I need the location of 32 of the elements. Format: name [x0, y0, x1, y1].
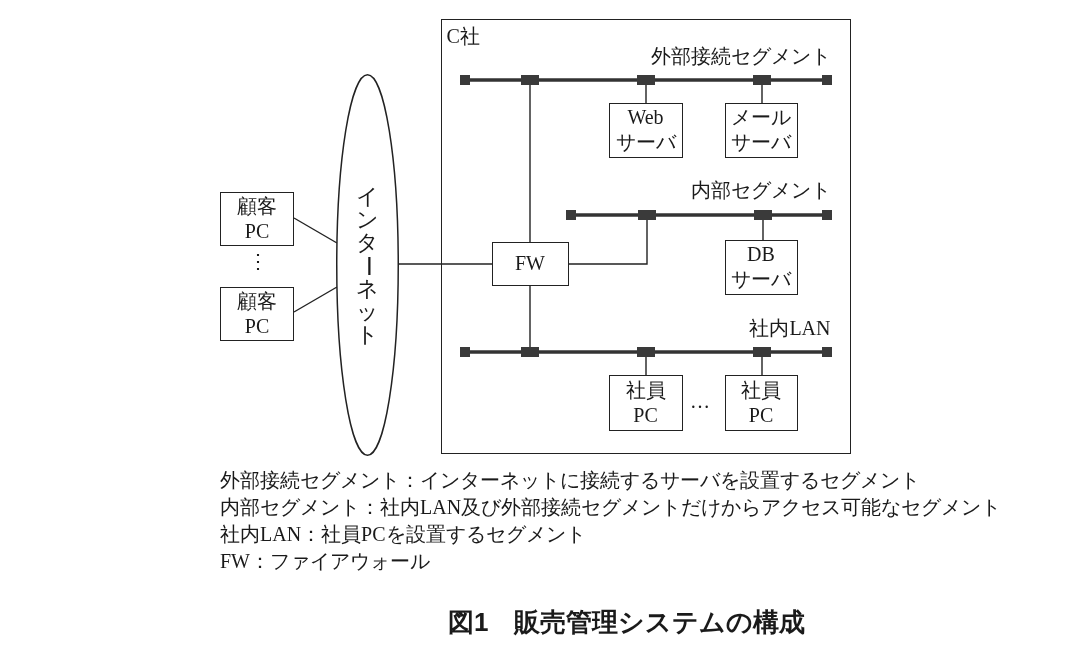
definition-note: 社内LAN：社員PCを設置するセグメント	[220, 522, 586, 547]
segment-label: 外部接続セグメント	[650, 43, 831, 69]
definition-note: FW：ファイアウォール	[220, 549, 430, 574]
connection-line	[529, 84, 531, 243]
connection-line	[761, 356, 763, 376]
pc-box: 顧客PC	[220, 287, 294, 341]
connection-line	[645, 356, 647, 376]
ellipsis: …	[690, 389, 710, 414]
segment-label: 内部セグメント	[690, 177, 831, 203]
server-box: Webサーバ	[608, 102, 683, 158]
company-boundary	[441, 19, 851, 454]
bus-line	[459, 346, 832, 357]
server-box: メールサーバ	[724, 102, 798, 158]
vertical-ellipsis: ⋮	[248, 249, 268, 274]
pc-box: 社員PC	[608, 374, 683, 431]
group-title: C社	[446, 23, 480, 49]
pc-box: 顧客PC	[220, 192, 294, 246]
pc-box: 社員PC	[724, 374, 798, 431]
connection-line	[645, 84, 647, 104]
definition-note: 内部セグメント：社内LAN及び外部接続セグメントだけからアクセス可能なセグメント	[220, 495, 1002, 520]
connection-line	[761, 84, 763, 104]
definition-note: 外部接続セグメント：インターネットに接続するサーバを設置するセグメント	[220, 468, 920, 493]
connection-line	[568, 219, 648, 265]
connection-line	[529, 285, 531, 348]
figure-caption: 図1 販売管理システムの構成	[448, 606, 806, 638]
bus-line	[565, 209, 832, 220]
firewall-box: FW	[491, 241, 569, 286]
bus-line	[459, 74, 832, 85]
connection-line	[762, 219, 764, 241]
network-ellipse: インターネット	[336, 74, 399, 456]
segment-label: 社内LAN	[749, 315, 831, 341]
server-box: DBサーバ	[724, 239, 798, 295]
